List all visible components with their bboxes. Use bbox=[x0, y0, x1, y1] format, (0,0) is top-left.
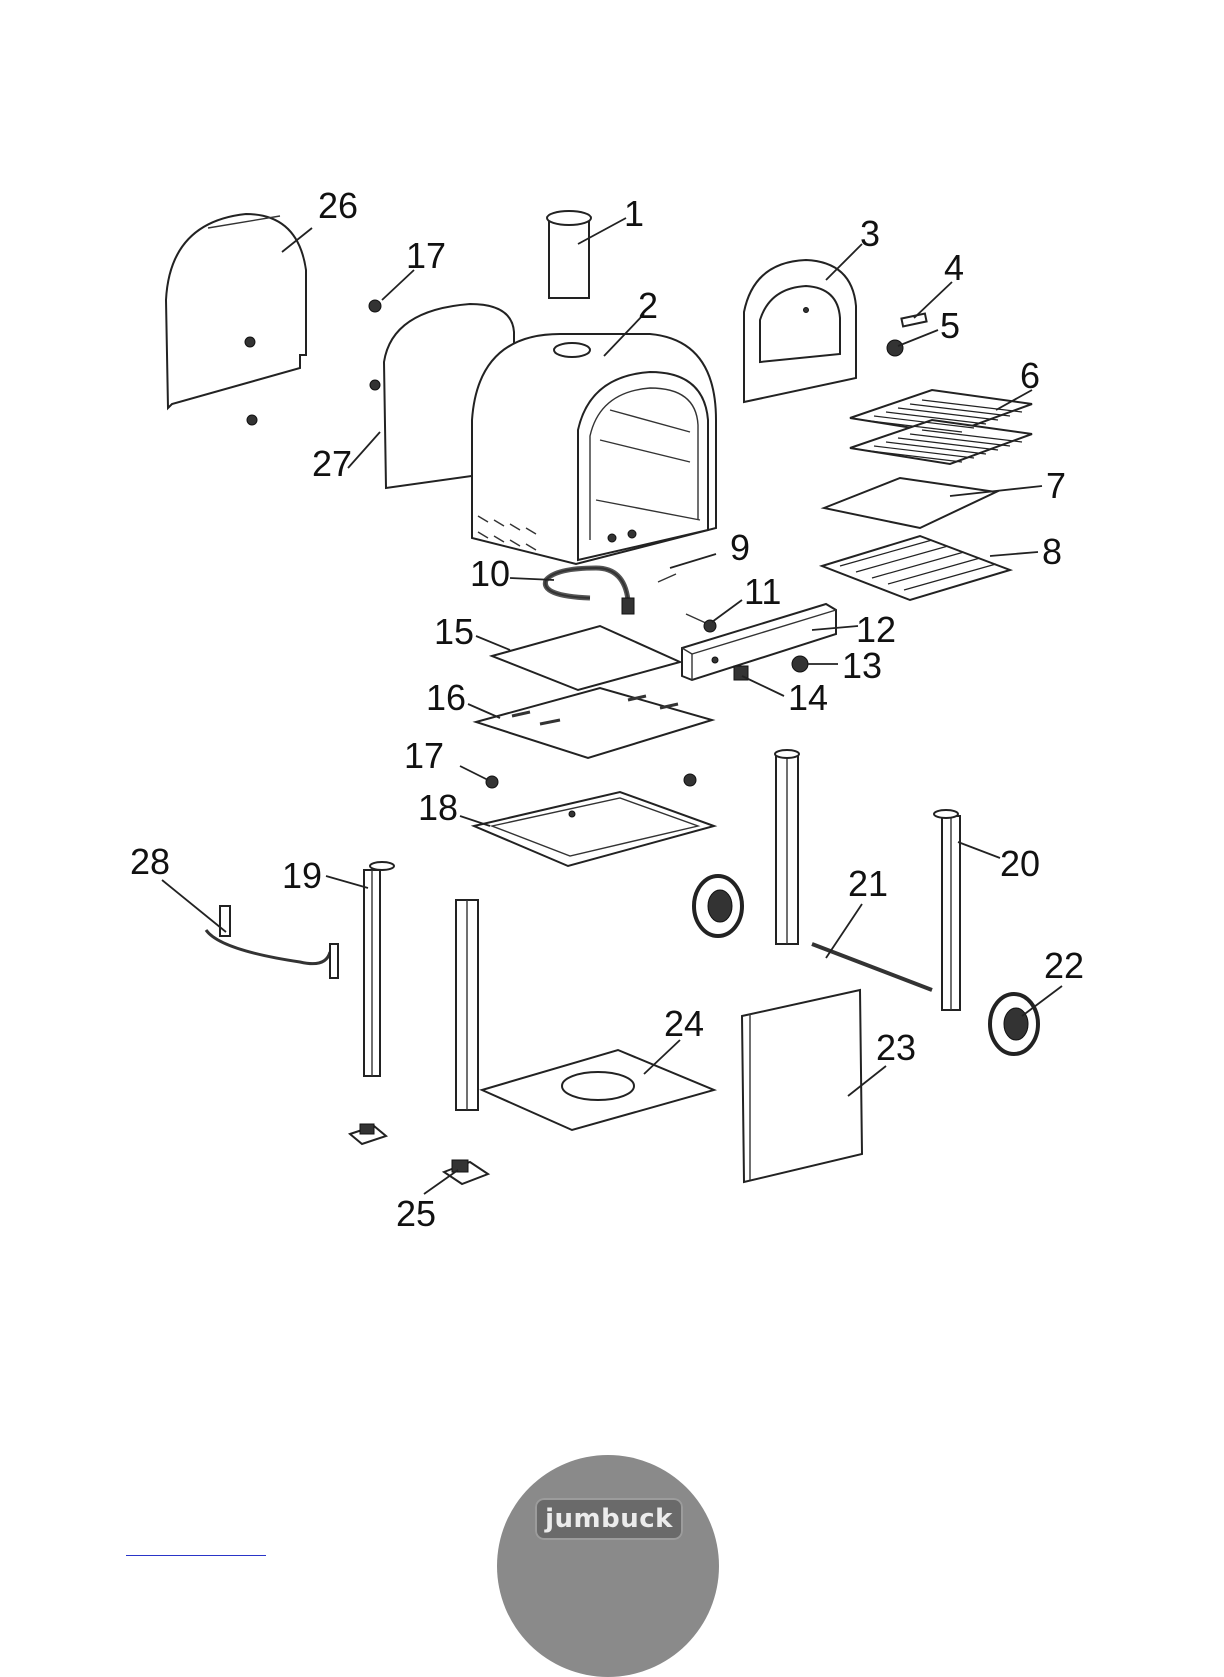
part-23-side-panel bbox=[742, 990, 862, 1182]
callout-5: 5 bbox=[940, 305, 960, 346]
part-22-wheel bbox=[990, 994, 1038, 1054]
callout-22: 22 bbox=[1044, 945, 1084, 986]
callout-4: 4 bbox=[944, 247, 964, 288]
part-3-door bbox=[744, 260, 856, 402]
callout-25: 25 bbox=[396, 1193, 436, 1234]
callout-17-upper: 17 bbox=[406, 235, 446, 276]
part-6-grates bbox=[850, 390, 1032, 464]
part-17-knobs bbox=[486, 774, 696, 788]
callout-9: 9 bbox=[730, 527, 750, 568]
part-17-knob bbox=[369, 300, 381, 312]
rear-leg bbox=[775, 750, 799, 944]
part-25-feet bbox=[350, 1124, 488, 1184]
footer-link-underline bbox=[126, 1555, 266, 1556]
part-4-handle bbox=[901, 314, 926, 327]
callout-18: 18 bbox=[418, 787, 458, 828]
callout-28: 28 bbox=[130, 841, 170, 882]
part-8-bottom-grate bbox=[822, 536, 1010, 600]
callout-24: 24 bbox=[664, 1003, 704, 1044]
part-11-valve bbox=[686, 614, 716, 632]
brand-logo: jumbuck bbox=[535, 1498, 683, 1540]
front-leg bbox=[456, 900, 478, 1110]
part-7-pizza-stone bbox=[824, 478, 996, 528]
part-20-leg bbox=[934, 810, 960, 1010]
callout-27: 27 bbox=[312, 443, 352, 484]
callout-2: 2 bbox=[638, 285, 658, 326]
callout-14: 14 bbox=[788, 677, 828, 718]
part-9-pin bbox=[658, 574, 676, 582]
callout-7: 7 bbox=[1046, 465, 1066, 506]
callout-17-lower: 17 bbox=[404, 735, 444, 776]
callout-3: 3 bbox=[860, 213, 880, 254]
callout-1: 1 bbox=[624, 193, 644, 234]
exploded-parts-diagram: 1 2 3 4 5 6 7 8 9 10 11 12 13 14 15 16 1… bbox=[0, 0, 1224, 1584]
part-15-flame-plate bbox=[492, 626, 680, 690]
callout-21: 21 bbox=[848, 863, 888, 904]
part-19-leg bbox=[364, 862, 394, 1076]
part-16-base-plate bbox=[476, 688, 712, 758]
part-24-bottom-shelf bbox=[482, 1050, 714, 1130]
wheel-left bbox=[694, 876, 742, 936]
callout-8: 8 bbox=[1042, 531, 1062, 572]
part-13-knob bbox=[792, 656, 808, 672]
callout-15: 15 bbox=[434, 611, 474, 652]
callout-16: 16 bbox=[426, 677, 466, 718]
callout-23: 23 bbox=[876, 1027, 916, 1068]
part-26-rear-panel bbox=[166, 214, 306, 425]
part-5-knob bbox=[887, 340, 903, 356]
part-28-handle bbox=[206, 906, 338, 978]
callout-13: 13 bbox=[842, 645, 882, 686]
callout-26: 26 bbox=[318, 185, 358, 226]
part-2-oven-body bbox=[472, 334, 716, 564]
part-1-chimney bbox=[547, 211, 591, 298]
footer-badge bbox=[497, 1455, 719, 1677]
callout-20: 20 bbox=[1000, 843, 1040, 884]
part-10-gas-hose bbox=[545, 568, 634, 614]
callout-10: 10 bbox=[470, 553, 510, 594]
part-18-frame bbox=[474, 792, 714, 866]
callout-19: 19 bbox=[282, 855, 322, 896]
callout-12: 12 bbox=[856, 609, 896, 650]
callout-11: 11 bbox=[744, 571, 781, 612]
part-12-control-manifold bbox=[682, 604, 836, 680]
callout-6: 6 bbox=[1020, 355, 1040, 396]
